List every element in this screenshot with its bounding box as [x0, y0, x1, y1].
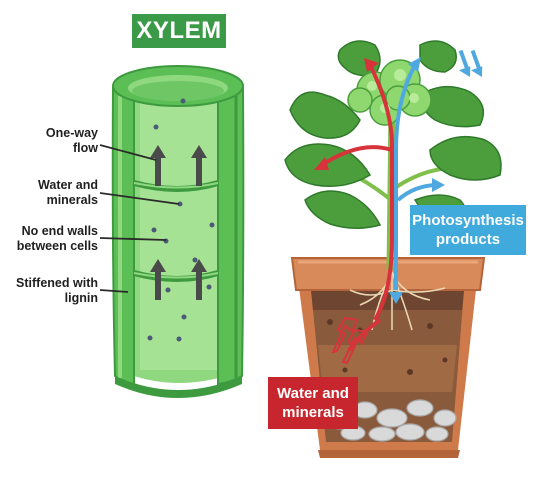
mineral-particles — [147, 98, 215, 342]
upward-flow-arrows — [150, 145, 207, 300]
label-one-way-flow: One-way flow — [45, 126, 98, 155]
label-pointer-lines — [99, 144, 180, 293]
label-water-and-minerals: Water and minerals — [38, 178, 98, 207]
water-and-minerals-callout: Water and minerals — [268, 377, 358, 429]
plant — [284, 40, 502, 271]
photosynthesis-products-callout: Photosynthesis products — [410, 205, 526, 255]
label-stiffened-with-lignin: Stiffened with lignin — [16, 276, 98, 305]
xylem-vessel — [99, 65, 245, 398]
title: XYLEM — [132, 14, 226, 48]
phloem-flow-arrows — [389, 49, 483, 304]
label-no-end-walls: No end walls between cells — [16, 224, 98, 253]
xylem-flow-arrows — [314, 58, 394, 365]
